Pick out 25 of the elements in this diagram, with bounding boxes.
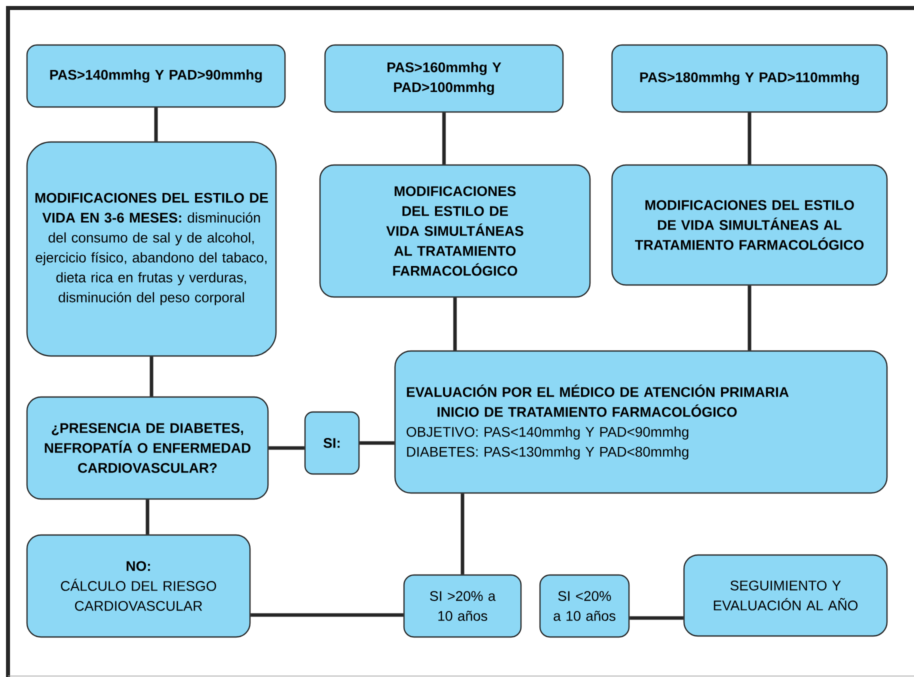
- connector-line: [150, 356, 154, 396]
- connector-line: [154, 108, 158, 142]
- connector-line: [453, 298, 457, 350]
- connector-line: [442, 112, 446, 164]
- follow-up-box: SEGUIMIENTO Y EVALUACIÓN AL AÑO: [683, 554, 888, 637]
- connector-line: [250, 613, 404, 617]
- connector-line: [748, 286, 752, 350]
- evaluation-box: EVALUACIÓN POR EL MÉDICO DE ATENCIÓN PRIMARIA INICIO DE TRATAMIENTO FARMACOLÓGICO OBJETIVO: PAS<140mmhg Y PAD<90mmhg DIABETES: PAS<130mmhg Y PAD<80mmhg: [394, 350, 888, 494]
- connector-line: [630, 616, 684, 620]
- connector-line: [748, 112, 752, 164]
- condition-box: PAS>140mmhg Y PAD>90mmhg: [26, 44, 286, 108]
- connector-line: [146, 500, 150, 534]
- lifestyle-box: MODIFICACIONES DEL ESTILO DE VIDA SIMULTÁNEAS AL TRATAMIENTO FARMACOLÓGICO: [319, 164, 591, 298]
- lifestyle-box: MODIFICACIONES DEL ESTILO DE VIDA EN 3-6 MESES: disminución del consumo de sal y de alcohol, ejercicio físico, abandono del tabaco, dieta rica en frutas y verduras, disminución del peso corporal: [26, 141, 277, 357]
- condition-box: PAS>160mmhg Y PAD>100mmhg: [324, 44, 564, 113]
- risk-result-box: SI >20% a 10 años: [403, 574, 522, 638]
- connector-line: [360, 441, 394, 445]
- connector-line: [460, 494, 464, 574]
- condition-box: PAS>180mmhg Y PAD>110mmhg: [611, 44, 888, 113]
- question-box: ¿PRESENCIA DE DIABETES, NEFROPATÍA O ENFERMEDAD CARDIOVASCULAR?: [26, 396, 269, 500]
- answer-box: SI:: [304, 411, 360, 475]
- risk-box: NO: CÁLCULO DEL RIESGO CARDIOVASCULAR: [26, 534, 251, 638]
- connector-line: [268, 446, 304, 450]
- lifestyle-box: MODIFICACIONES DEL ESTILO DE VIDA SIMULTÁNEAS AL TRATAMIENTO FARMACOLÓGICO: [611, 164, 888, 286]
- risk-result-box: SI <20% a 10 años: [539, 574, 630, 638]
